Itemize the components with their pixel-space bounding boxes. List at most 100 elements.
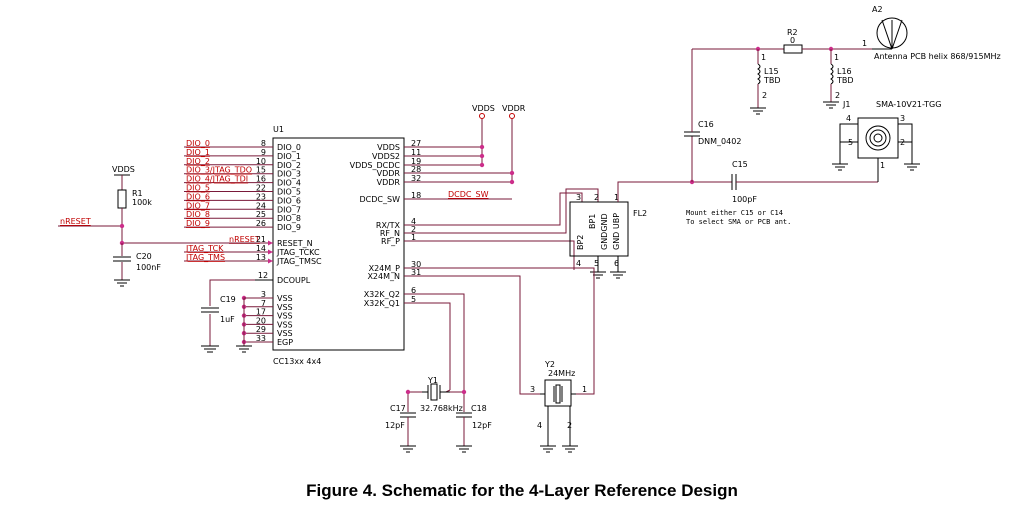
vss-pin-number: 3 [261, 290, 266, 299]
fl2-pin-5: 5 [594, 259, 599, 268]
dio-net-label: DIO_0 [186, 139, 210, 148]
mount-note-line-1: Mount either C15 or C14 [686, 209, 783, 217]
right-pin-name: VDDR [377, 178, 401, 187]
vss-pin-name: EGP [277, 338, 293, 347]
right-pin-number: 27 [411, 139, 421, 148]
c15-ref: C15 [732, 160, 748, 169]
right-pin-number: 28 [411, 165, 421, 174]
mount-note-line-2: To select SMA or PCB ant. [686, 218, 791, 226]
right-pin-number: 1 [411, 233, 416, 242]
c15-value: 100pF [732, 195, 757, 204]
dio-pin-number: 23 [256, 192, 266, 201]
dio-net-label: DIO_2 [186, 157, 210, 166]
fl2-ref: FL2 [633, 209, 647, 218]
dio-pin-name: DIO_9 [277, 223, 301, 232]
y2-ref: Y2 [544, 360, 555, 369]
nreset-net-label: nRESET [60, 217, 91, 226]
fl2-label-gndubp: GND UBP [612, 213, 621, 250]
r1-ref: R1 [132, 189, 143, 198]
right-pin-number: 4 [411, 217, 416, 226]
dio-pin-number: 10 [256, 157, 266, 166]
y2-pin-1: 1 [582, 385, 587, 394]
fl2-pin-6: 6 [614, 259, 619, 268]
c16-capacitor: C16 DNM_0402 [684, 49, 741, 182]
j1-desc: SMA-10V21-TGG [876, 100, 941, 109]
dcoupl-pin-num: 12 [258, 271, 268, 280]
fl2-label-bp1: BP1 [588, 214, 597, 229]
dio-pin-name: DIO_3 [277, 170, 301, 179]
right-pin-name: X32K_Q2 [364, 290, 400, 299]
dio-pin-name: DIO_6 [277, 196, 301, 205]
c16-ref: C16 [698, 120, 714, 129]
dio-pin-number: 22 [256, 184, 266, 193]
dio-net-label: DIO_9 [186, 219, 210, 228]
j1-pin-5: 5 [848, 138, 853, 147]
dio-pin-number: 25 [256, 210, 266, 219]
vss-pin-name: VSS [277, 294, 293, 303]
j1-sma-connector: J1 SMA-10V21-TGG 4 5 3 2 1 [832, 100, 941, 182]
c17-value: 12pF [385, 421, 405, 430]
right-pin-name: X32K_Q1 [364, 299, 400, 308]
input-arrow [268, 240, 273, 246]
dcoupl-pin-name: DCOUPL [277, 276, 311, 285]
jtag-net-label: JTAG_TCK [185, 244, 224, 253]
jtag-net-label: JTAG_TMS [185, 253, 225, 262]
dio-net-label: DIO_5 [186, 184, 210, 193]
u1-part: CC13xx 4x4 [273, 357, 321, 366]
fl2-balun-filter: FL2 BP2 BP1 GNDGND GND UBP 3 2 1 4 5 6 [569, 193, 647, 279]
input-arrow [268, 258, 273, 264]
y1-crystal-32khz: Y1 32.768kHz [420, 376, 463, 413]
c20-value: 100nF [136, 263, 161, 272]
r2-value: 0 [790, 36, 795, 45]
vdds-rail-label: VDDS [472, 104, 495, 113]
l15-pin-1: 1 [761, 53, 766, 62]
dio-net-label: DIO_1 [186, 148, 210, 157]
dio-pin-number: 8 [261, 139, 266, 148]
dio-net-label: DIO_4/JTAG_TDI [186, 175, 248, 184]
dio-net-label: DIO_3/JTAG_TDO [186, 166, 252, 175]
right-pin-number: 30 [411, 260, 421, 269]
c18-capacitor: C18 12pF [456, 404, 492, 453]
fl2-label-gndgnd: GNDGND [600, 213, 609, 250]
ctrl-pin-name: RESET_N [277, 239, 313, 248]
right-pin-name: X24M_N [367, 272, 400, 281]
c19-value: 1uF [220, 315, 235, 324]
fl2-label-bp2: BP2 [576, 235, 585, 250]
j1-pin-1: 1 [880, 161, 885, 170]
right-pin-number: 18 [411, 191, 421, 200]
c19-ref: C19 [220, 295, 236, 304]
vss-pin-number: 17 [256, 308, 266, 317]
y2-pin-4: 4 [537, 421, 542, 430]
vss-pin-name: VSS [277, 320, 293, 329]
right-pin-name: VDDS [377, 143, 400, 152]
c18-ref: C18 [471, 404, 487, 413]
u1-body [272, 137, 405, 351]
right-pin-number: 11 [411, 148, 421, 157]
dio-pin-name: DIO_2 [277, 161, 301, 170]
dio-pin-number: 16 [256, 175, 266, 184]
figure-caption: Figure 4. Schematic for the 4-Layer Refe… [306, 481, 738, 500]
y2-pin-3: 3 [530, 385, 535, 394]
vss-pin-number: 7 [261, 299, 266, 308]
vss-pin-name: VSS [277, 329, 293, 338]
c17-ref: C17 [390, 404, 406, 413]
ctrl-pin-number: 14 [256, 244, 266, 253]
dio-pin-number: 15 [256, 166, 266, 175]
right-pin-name: VDDS2 [372, 152, 400, 161]
ctrl-pin-name: JTAG_TCKC [276, 248, 320, 257]
right-pin-name: RX/TX [376, 221, 401, 230]
fl2-pin-3: 3 [576, 193, 581, 202]
y1-value: 32.768kHz [420, 404, 463, 413]
l16-pin-1: 1 [834, 53, 839, 62]
vddr-rail: VDDR [502, 104, 526, 185]
u1-ref: U1 [273, 125, 284, 134]
l16-pin-2: 2 [835, 91, 840, 100]
c15-capacitor: C15 100pF [731, 160, 878, 204]
ctrl-pin-number: 21 [256, 235, 266, 244]
r1-value: 100k [132, 198, 152, 207]
right-pin-name: X24M_P [369, 264, 401, 273]
j1-pin-2: 2 [900, 138, 905, 147]
